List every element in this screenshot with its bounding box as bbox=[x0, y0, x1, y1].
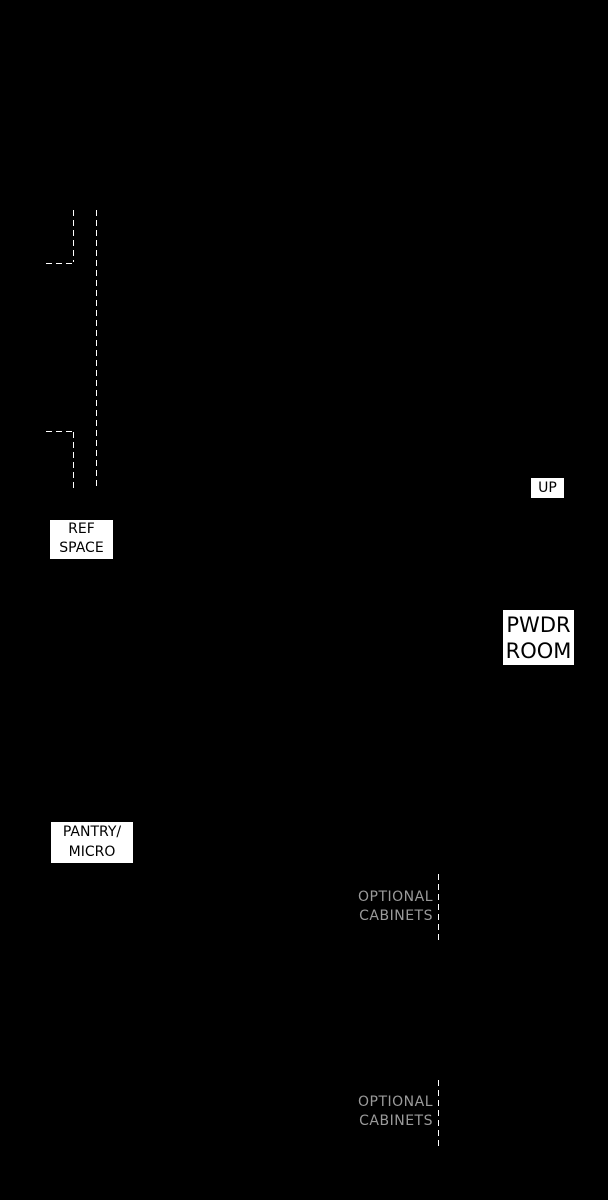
powder-room-label-line2: ROOM bbox=[505, 639, 572, 663]
stair-up-label: UP bbox=[531, 478, 564, 498]
optional-cabinets-label: OPTIONAL CABINETS bbox=[336, 888, 433, 926]
optional-cabinets-label-line2: CABINETS bbox=[359, 908, 433, 924]
optional-cabinets-label-2-line2: CABINETS bbox=[359, 1113, 433, 1129]
pantry-micro-label-line2: MICRO bbox=[68, 844, 116, 860]
pantry-micro-label-line1: PANTRY/ bbox=[62, 824, 122, 840]
pantry-micro-label: PANTRY/ MICRO bbox=[51, 822, 133, 863]
optional-cabinets-label-line1: OPTIONAL bbox=[357, 889, 433, 905]
optional-cabinets-label-2: OPTIONAL CABINETS bbox=[336, 1093, 433, 1131]
powder-room-label: PWDR ROOM bbox=[503, 610, 574, 665]
ref-space-label: REF SPACE bbox=[50, 520, 113, 559]
ref-space-label-line1: REF bbox=[68, 521, 95, 537]
ref-space-label-line2: SPACE bbox=[59, 540, 104, 556]
optional-cabinets-label-2-line1: OPTIONAL bbox=[357, 1094, 433, 1110]
powder-room-label-line1: PWDR bbox=[506, 613, 571, 637]
